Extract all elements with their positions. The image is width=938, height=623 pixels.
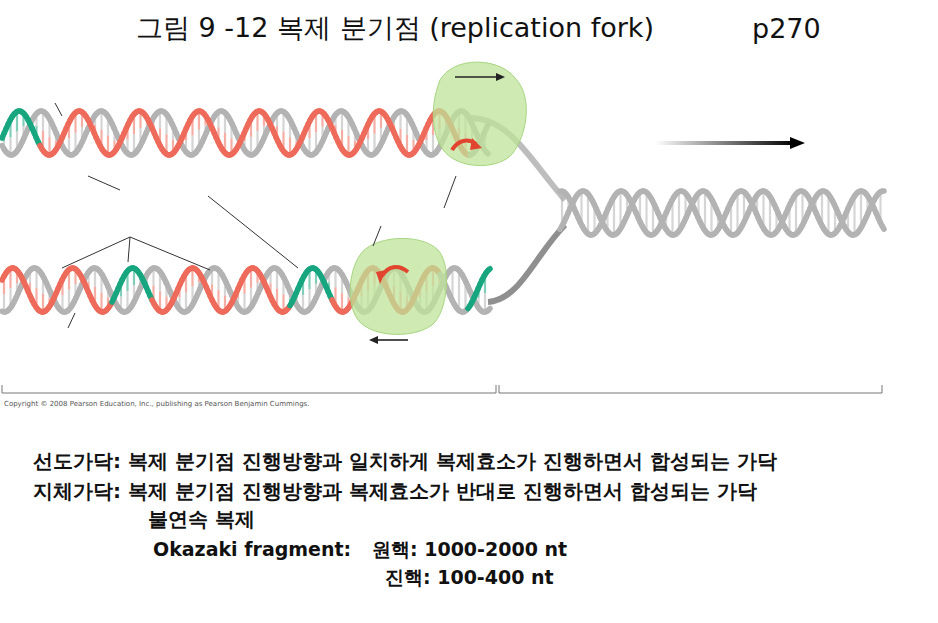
- definition-line: 지체가닥: 복제 분기점 진행방향과 복제효소가 반대로 진행하면서 합성되는 …: [33, 479, 757, 503]
- size-note: 원핵: 1000-2000 nt: [372, 538, 567, 561]
- base: [302, 295, 304, 312]
- polymerase: [433, 62, 526, 165]
- base: [120, 296, 122, 310]
- parent-strand: [488, 225, 565, 302]
- base: [451, 268, 453, 284]
- base: [133, 114, 135, 134]
- definition-line: 선도가닥: 복제 분기점 진행방향과 일치하게 복제효소가 진행하면서 합성되는…: [33, 449, 777, 473]
- base: [678, 192, 680, 212]
- arrow-line: [377, 339, 408, 341]
- base: [100, 293, 102, 312]
- synthesis-arrowhead: [376, 270, 386, 284]
- base: [256, 111, 258, 131]
- direction-arrows: [369, 73, 805, 344]
- fork-direction-arrow: [655, 141, 793, 145]
- base: [308, 269, 310, 289]
- polymerase: [350, 238, 446, 334]
- base: [68, 269, 70, 289]
- leader-line: [128, 237, 130, 262]
- leader-line: [130, 237, 210, 270]
- synthesis-arrowhead: [470, 138, 482, 150]
- base: [9, 268, 11, 288]
- leader-line: [208, 196, 298, 268]
- leader-line: [68, 313, 75, 328]
- copyright-note: Copyright © 2008 Pearson Education, Inc.…: [4, 400, 309, 408]
- base: [315, 112, 317, 132]
- backbone-segment: [882, 226, 884, 229]
- arrowhead: [790, 137, 805, 149]
- base: [613, 197, 615, 216]
- page-number: p270: [752, 13, 821, 45]
- arrowhead: [369, 336, 378, 344]
- base: [74, 113, 76, 133]
- leader-line: [88, 176, 120, 190]
- base: [619, 191, 621, 210]
- region-bracket: [2, 385, 882, 393]
- definition-note: 불연속 복제: [148, 507, 255, 531]
- base: [406, 135, 408, 155]
- base: [347, 136, 349, 155]
- base: [769, 216, 771, 235]
- figure-title: 그림 9 -12 복제 분기점 (replication fork): [136, 12, 654, 44]
- base: [250, 268, 252, 287]
- base-pairs: [4, 111, 485, 155]
- base: [126, 271, 128, 291]
- base: [159, 291, 161, 311]
- leader-line: [55, 103, 62, 116]
- arrowhead: [496, 73, 505, 81]
- leader-line: [444, 176, 456, 208]
- backbone: [560, 191, 884, 235]
- base: [16, 112, 18, 132]
- arrow-line: [455, 76, 498, 78]
- base: [68, 138, 70, 154]
- synthesis-arrow: [382, 267, 408, 276]
- leader-lines: [55, 103, 456, 328]
- brackets: [2, 385, 882, 393]
- base: [341, 130, 343, 149]
- term-label: Okazaki fragment:: [153, 538, 351, 561]
- backbone-segment: [488, 308, 490, 310]
- base: [730, 218, 732, 234]
- backbone: [2, 111, 488, 155]
- backbone-segment: [488, 269, 490, 271]
- leader-line: [62, 237, 130, 268]
- base: [879, 192, 881, 207]
- dna-polymerases: [350, 62, 526, 334]
- base-pairs: [562, 191, 881, 235]
- backbone-segment: [882, 188, 884, 194]
- base: [736, 193, 738, 213]
- base: [107, 136, 109, 155]
- base: [217, 112, 219, 127]
- base: [185, 273, 187, 292]
- base: [458, 290, 460, 310]
- size-note: 진핵: 100-400 nt: [385, 566, 554, 589]
- leader-line: [373, 226, 381, 246]
- base: [795, 194, 797, 214]
- base: [587, 214, 589, 234]
- backbone: [2, 111, 488, 155]
- backbone: [560, 191, 884, 235]
- base: [61, 295, 63, 311]
